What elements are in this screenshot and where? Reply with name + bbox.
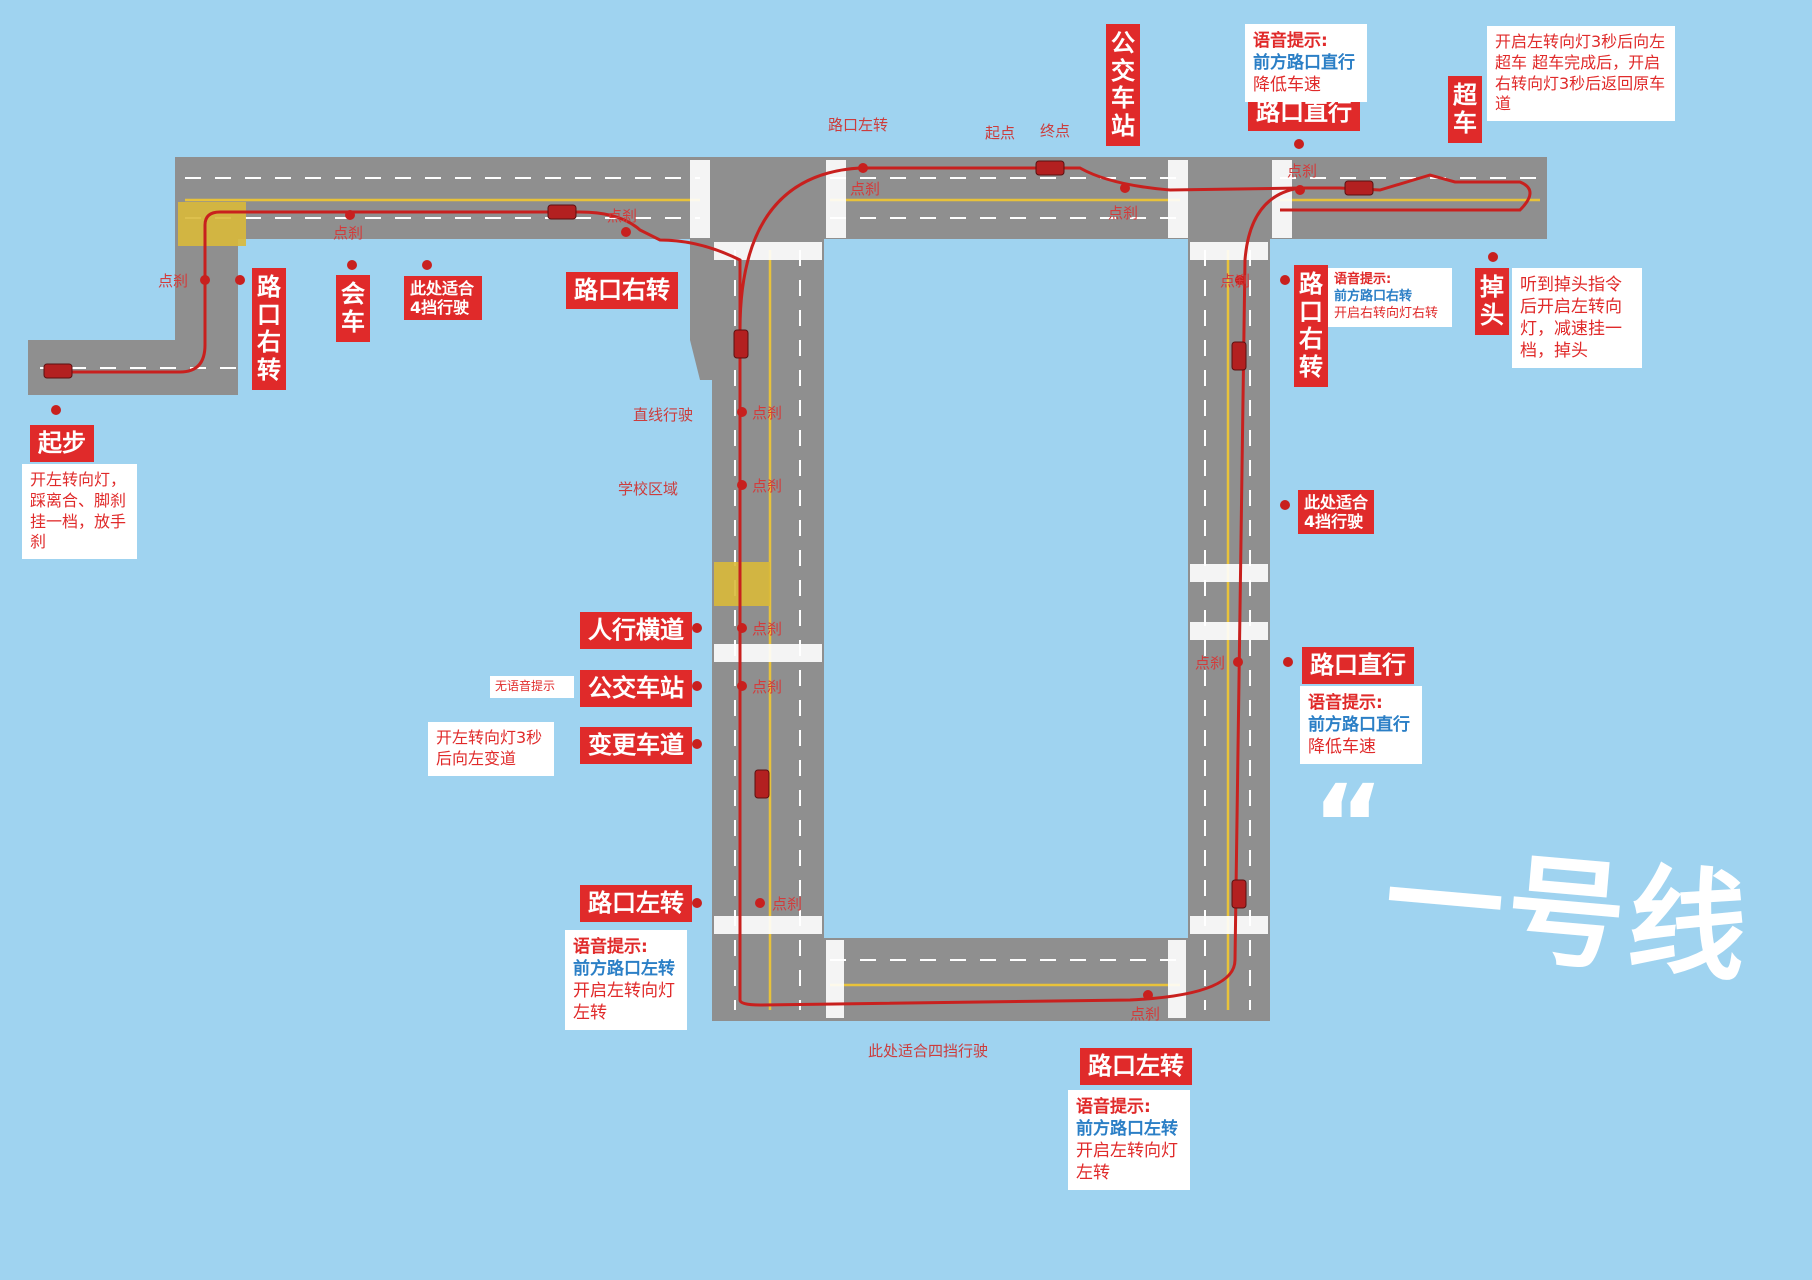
voice-red-text: 开启左转向灯左转	[573, 981, 675, 1024]
tag-overtake: 超车	[1448, 76, 1482, 144]
voice-straight-top: 语音提示: 前方路口直行 降低车速	[1245, 24, 1367, 103]
voice-red-text: 降低车速	[1308, 737, 1376, 758]
voice-label: 语音提示:	[1308, 693, 1383, 713]
voice-left-turn-bottom: 语音提示: 前方路口左转 开启左转向灯左转	[1068, 1090, 1190, 1191]
car-left-road	[733, 329, 749, 359]
tag-right-turn-h: 路口右转	[566, 272, 678, 309]
tag-bus-stop-top: 公交车站	[1106, 24, 1140, 147]
brake-label-4: 点刹	[850, 180, 881, 198]
yellow-boxes	[178, 202, 770, 606]
voice-straight-right: 语音提示: 前方路口直行 降低车速	[1300, 686, 1422, 765]
note-gear4-right: 此处适合4挡行驶	[1298, 490, 1374, 535]
quote-mark: “	[1312, 761, 1389, 889]
lane-markings	[40, 177, 1540, 1010]
voice-red-text: 开启右转向灯右转	[1334, 305, 1439, 321]
brake-label-10: 点刹	[752, 477, 783, 495]
note-no-voice-text: 无语音提示	[495, 679, 556, 693]
voice-blue-text: 前方路口直行	[1253, 53, 1355, 74]
tag-left-turn-bottom: 路口左转	[1080, 1048, 1192, 1085]
note-start-text: 开左转向灯，踩离合、脚刹挂一档，放手刹	[30, 470, 127, 552]
end-point-label: 终点	[1040, 122, 1071, 140]
tag-uturn: 掉头	[1475, 268, 1509, 336]
route-title: 一号线	[1379, 829, 1757, 999]
voice-right-turn-right: 语音提示: 前方路口右转 开启右转向灯右转	[1328, 268, 1452, 327]
car-top-mid	[1035, 160, 1065, 176]
voice-label: 语音提示:	[1076, 1097, 1151, 1117]
voice-blue-text: 前方路口右转	[1334, 288, 1413, 304]
tag-pedestrian: 人行横道	[580, 612, 692, 649]
car-overtake	[1344, 180, 1374, 196]
start-point-label: 起点	[985, 124, 1016, 142]
note-overtake: 开启左转向灯3秒后向左超车 超车完成后，开启右转向灯3秒后返回原车道	[1487, 26, 1675, 122]
voice-label: 语音提示:	[1253, 31, 1328, 51]
note-no-voice: 无语音提示	[490, 676, 574, 698]
tag-straight-right: 路口直行	[1302, 647, 1414, 684]
brake-label-6: 点刹	[1287, 162, 1318, 180]
brake-label-13: 点刹	[772, 895, 803, 913]
note-start: 开左转向灯，踩离合、脚刹挂一档，放手刹	[22, 464, 137, 560]
brake-label-14: 点刹	[1130, 1005, 1161, 1023]
voice-blue-text: 前方路口直行	[1308, 715, 1410, 736]
tag-lane-change: 变更车道	[580, 727, 692, 764]
tag-bus-stop-left: 公交车站	[580, 670, 692, 707]
note-gear4-left: 此处适合4挡行驶	[404, 276, 482, 321]
car-right-lower	[1231, 879, 1247, 909]
voice-blue-text: 前方路口左转	[573, 959, 675, 980]
voice-left-turn-lower: 语音提示: 前方路口左转 开启左转向灯左转	[565, 930, 687, 1031]
tag-start: 起步	[30, 425, 94, 462]
car-start	[43, 363, 73, 379]
brake-label-3: 点刹	[607, 207, 638, 225]
brake-label-9: 点刹	[752, 404, 783, 422]
car-top-left	[547, 204, 577, 220]
brake-label-2: 点刹	[333, 224, 364, 242]
voice-red-text: 开启左转向灯左转	[1076, 1141, 1178, 1184]
intersection-left-label: 路口左转	[828, 116, 889, 134]
note-lane-change-text: 开左转向灯3秒后向左变道	[436, 728, 543, 768]
brake-label-11: 点刹	[752, 620, 783, 638]
school-zone-label: 学校区域	[618, 480, 679, 498]
voice-blue-text: 前方路口左转	[1076, 1119, 1178, 1140]
straight-drive-label: 直线行驶	[633, 406, 694, 424]
tag-left-turn-lower: 路口左转	[580, 885, 692, 922]
car-markers	[43, 160, 1374, 909]
brake-label-7: 点刹	[1220, 272, 1251, 290]
note-overtake-text: 开启左转向灯3秒后向左超车 超车完成后，开启右转向灯3秒后返回原车道	[1495, 32, 1666, 114]
voice-red-text: 降低车速	[1253, 75, 1321, 96]
voice-label: 语音提示:	[573, 937, 648, 957]
inner-block	[824, 239, 1188, 938]
car-left-lower	[754, 769, 770, 799]
road-bottom	[712, 938, 1270, 1021]
road-corner-curve	[690, 239, 712, 380]
gear4-bottom-label: 此处适合四挡行驶	[868, 1042, 989, 1060]
note-uturn: 听到掉头指令后开启左转向灯，减速挂一档，掉头	[1512, 268, 1642, 369]
note-lane-change: 开左转向灯3秒后向左变道	[428, 722, 554, 776]
brake-label-12: 点刹	[752, 678, 783, 696]
brake-label-8: 点刹	[1195, 654, 1226, 672]
note-uturn-text: 听到掉头指令后开启左转向灯，减速挂一档，掉头	[1520, 275, 1622, 362]
exam-route-top-segment	[738, 166, 1301, 331]
tag-right-turn-right: 路口右转	[1294, 265, 1328, 388]
brake-label-1: 点刹	[158, 272, 189, 290]
tag-meet-car: 会车	[336, 275, 370, 343]
voice-label: 语音提示:	[1334, 272, 1392, 287]
car-right-upper	[1231, 341, 1247, 371]
brake-label-5: 点刹	[1108, 204, 1139, 222]
tag-right-turn-1: 路口右转	[252, 268, 286, 391]
